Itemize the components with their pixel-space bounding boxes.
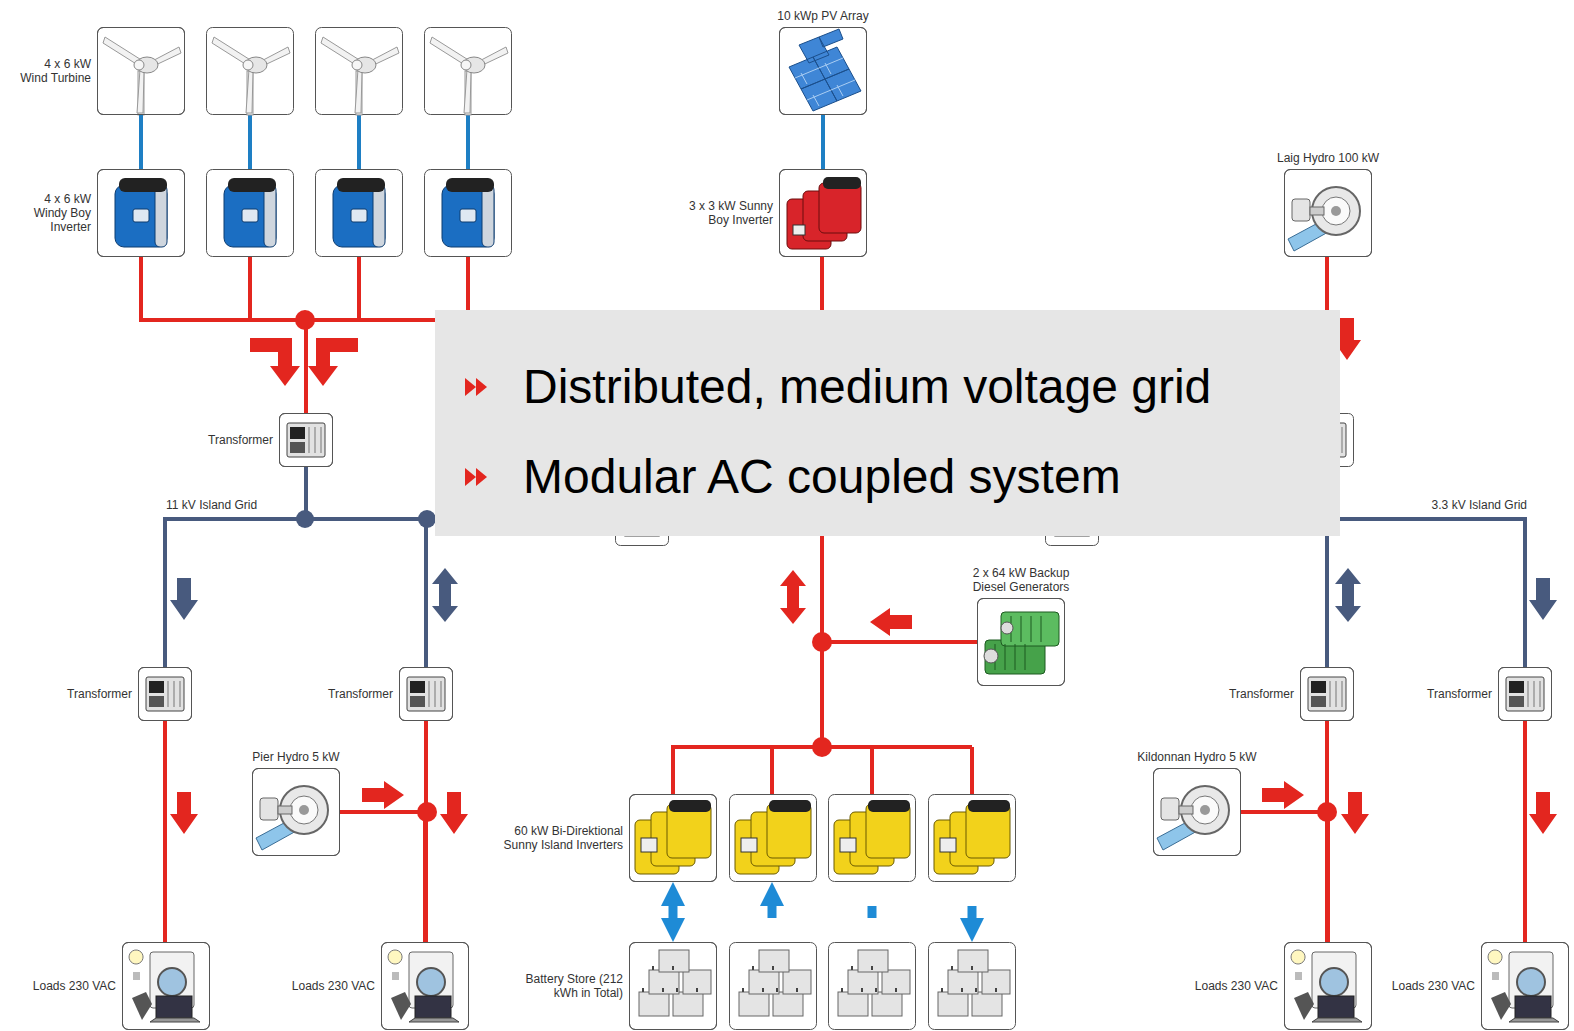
power-line bbox=[340, 812, 425, 942]
power-line bbox=[673, 642, 977, 794]
power-line bbox=[669, 906, 678, 918]
component-label: Pier Hydro 5 kW bbox=[252, 750, 339, 764]
component-label: Loads 230 VAC bbox=[1195, 979, 1278, 993]
component-box: Battery Store (212 kWh in Total) bbox=[629, 942, 717, 1030]
power-line bbox=[163, 721, 167, 942]
component-box: 10 kWp PV Array bbox=[779, 27, 867, 115]
component-label: Kildonnan Hydro 5 kW bbox=[1137, 750, 1256, 764]
component-label: Transformer bbox=[208, 433, 273, 447]
component-box: 60 kW Bi-Direktional Sunny Island Invert… bbox=[629, 794, 717, 882]
component-label: 60 kW Bi-Direktional Sunny Island Invert… bbox=[495, 824, 623, 852]
component-label: 4 x 6 kW Windy Boy Inverter bbox=[29, 192, 91, 234]
component-label: Transformer bbox=[67, 687, 132, 701]
summary-panel: Distributed, medium voltage gridModular … bbox=[435, 310, 1340, 536]
component-label: Battery Store (212 kWh in Total) bbox=[511, 972, 623, 1000]
component-label: Transformer bbox=[1427, 687, 1492, 701]
component-label: Loads 230 VAC bbox=[1392, 979, 1475, 993]
component-box: 4 x 6 kW Windy Boy Inverter bbox=[97, 169, 185, 257]
power-line bbox=[139, 115, 143, 169]
component-label: 10 kWp PV Array bbox=[777, 9, 868, 23]
grid-label: 3.3 kV Island Grid bbox=[1432, 498, 1527, 512]
component-label: 4 x 6 kW Wind Turbine bbox=[17, 57, 91, 85]
component-label: Transformer bbox=[328, 687, 393, 701]
component-label: Loads 230 VAC bbox=[292, 979, 375, 993]
power-line bbox=[306, 467, 426, 667]
power-line bbox=[1523, 721, 1527, 942]
bullet-text: Modular AC coupled system bbox=[435, 447, 1340, 507]
power-line bbox=[1241, 812, 1328, 942]
power-line bbox=[821, 115, 825, 169]
component-box: Loads 230 VAC bbox=[381, 942, 469, 1030]
component-box: Loads 230 VAC bbox=[1284, 942, 1372, 1030]
component-box: Loads 230 VAC bbox=[122, 942, 210, 1030]
power-line bbox=[165, 467, 306, 667]
component-box: Transformer bbox=[279, 413, 333, 467]
component-label: 2 x 64 kW Backup Diesel Generators bbox=[961, 566, 1081, 594]
component-box: Transformer bbox=[138, 667, 192, 721]
component-box: 2 x 64 kW Backup Diesel Generators bbox=[977, 598, 1065, 686]
component-box: Kildonnan Hydro 5 kW bbox=[1153, 768, 1241, 856]
bullet-text: Distributed, medium voltage grid bbox=[435, 357, 1340, 417]
component-box: Transformer bbox=[399, 667, 453, 721]
grid-label: 11 kV Island Grid bbox=[166, 498, 257, 512]
component-box: Laig Hydro 100 kW bbox=[1284, 169, 1372, 257]
component-box: Loads 230 VAC bbox=[1481, 942, 1569, 1030]
component-box: Pier Hydro 5 kW bbox=[252, 768, 340, 856]
component-box: 3 x 3 kW Sunny Boy Inverter bbox=[779, 169, 867, 257]
component-label: Transformer bbox=[1229, 687, 1294, 701]
component-label: 3 x 3 kW Sunny Boy Inverter bbox=[665, 199, 773, 227]
component-box: 4 x 6 kW Wind Turbine bbox=[97, 27, 185, 115]
component-label: Laig Hydro 100 kW bbox=[1277, 151, 1379, 165]
power-line bbox=[141, 257, 306, 413]
component-box: Transformer bbox=[1300, 667, 1354, 721]
component-box: Transformer bbox=[1498, 667, 1552, 721]
component-label: Loads 230 VAC bbox=[33, 979, 116, 993]
